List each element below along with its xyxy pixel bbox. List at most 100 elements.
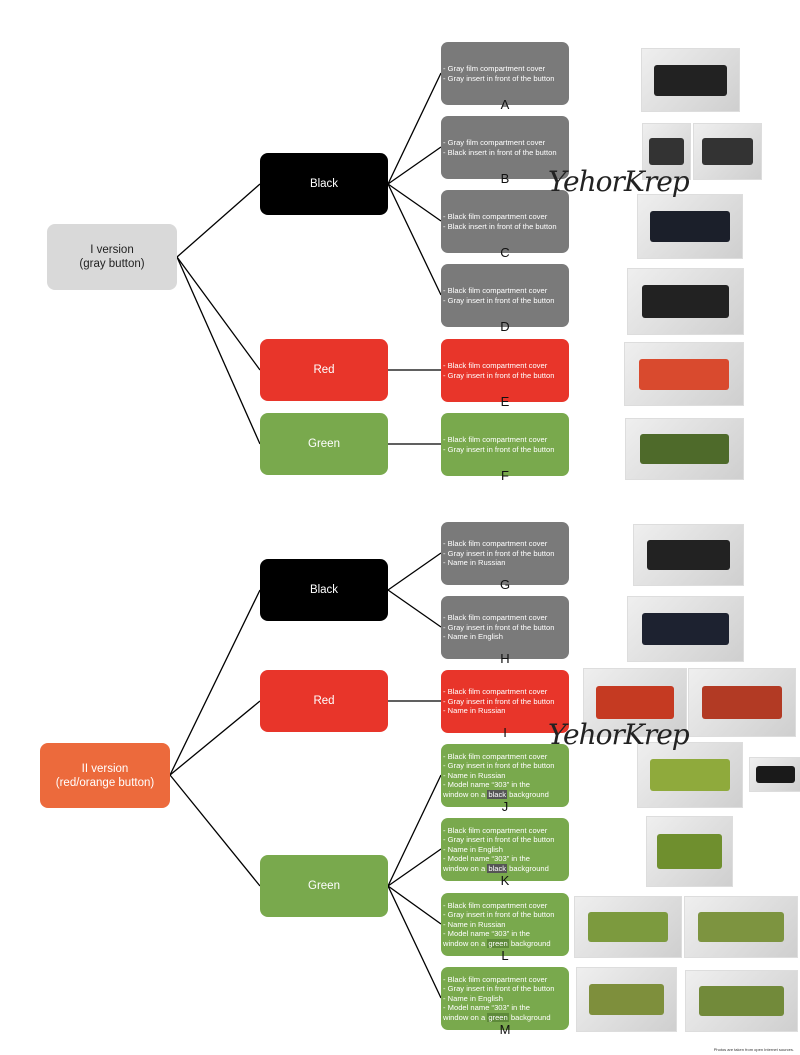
camera-photo [574,896,682,958]
camera-photo [624,342,744,406]
highlighted-word: black [487,863,508,873]
leaf-letter: A [500,97,510,112]
root-label: I version [90,244,134,256]
connector-line [387,552,442,591]
leaf-letter: D [500,319,510,334]
leaf-e: - Black film compartment cover- Gray ins… [441,339,569,402]
leaf-g: - Black film compartment cover- Gray ins… [441,522,569,585]
leaf-line: - Black film compartment cover [443,435,548,445]
camera-image [701,685,783,720]
leaf-line: - Gray insert in front of the button [443,910,555,920]
camera-photo [684,896,798,958]
camera-photo [576,967,677,1032]
leaf-line: window on a black background [443,863,567,873]
connector-line [387,589,442,628]
camera-image [648,137,685,166]
leaf-letter: G [499,577,511,592]
highlighted-word: green [487,1012,509,1022]
camera-image [653,64,728,96]
camera-image [647,540,730,570]
leaf-line: - Name in English [443,993,503,1003]
leaf-text: window on a [443,1012,488,1022]
leaf-letter: H [500,651,510,666]
leaf-m: - Black film compartment cover- Gray ins… [441,967,569,1030]
leaf-letter: I [503,725,507,740]
leaf-c: - Black film compartment cover- Black in… [441,190,569,253]
connector-line [169,589,261,776]
camera-image [588,983,665,1016]
branch-red-v1: Red [260,339,388,401]
leaf-line: - Model name “303” in the [443,780,530,790]
connector-line [387,146,442,185]
leaf-line: - Black film compartment cover [443,751,548,761]
watermark: YehorKrep [548,165,690,198]
leaf-line: - Gray insert in front of the button [443,761,555,771]
leaf-line: - Gray insert in front of the button [443,548,555,558]
leaf-letter: F [501,468,509,483]
root-label: II version [81,762,129,775]
connector-line [176,183,261,258]
leaf-line: - Gray insert in front of the button [443,295,555,305]
camera-photo [625,418,744,480]
camera-photo [646,816,733,887]
leaf-b: - Gray film compartment cover- Black ins… [441,116,569,179]
connector-line [387,885,442,925]
leaf-line: window on a black background [443,789,567,799]
leaf-line: - Black film compartment cover [443,974,548,984]
root-sublabel: (red/orange button) [55,776,155,789]
leaf-line: - Black film compartment cover [443,361,548,371]
camera-photo [583,668,687,737]
leaf-letter: B [500,171,510,186]
leaf-text: window on a [443,789,488,799]
leaf-line: - Model name “303” in the [443,929,530,939]
connector-line [176,256,261,371]
leaf-line: window on a green background [443,938,567,948]
leaf-line: - Gray insert in front of the button [443,444,555,454]
highlighted-word: black [487,789,508,799]
camera-image [699,986,784,1016]
highlighted-word: green [487,938,509,948]
camera-image [650,759,730,791]
leaf-line: window on a green background [443,1012,567,1022]
connector-line [387,885,442,999]
leaf-text: window on a [443,863,488,873]
leaf-line: - Name in Russian [443,770,506,780]
camera-photo [749,757,800,792]
footer-note: Photos are taken from open Internet sour… [713,1047,794,1052]
camera-image [640,434,729,464]
leaf-line: - Black film compartment cover [443,212,548,222]
leaf-line: - Black insert in front of the button [443,221,557,231]
leaf-text: background [508,1012,551,1022]
leaf-line: - Gray film compartment cover [443,138,546,148]
leaf-line: - Black film compartment cover [443,286,548,296]
camera-image [639,358,729,390]
leaf-l: - Black film compartment cover- Gray ins… [441,893,569,956]
leaf-text: window on a [443,938,488,948]
leaf-text: background [507,863,549,873]
leaf-line: - Black film compartment cover [443,613,548,623]
leaf-line: - Black film compartment cover [443,687,548,697]
leaf-line: - Name in Russian [443,706,506,716]
leaf-f: - Black film compartment cover- Gray ins… [441,413,569,476]
camera-photo [627,596,744,662]
camera-photo [693,123,762,180]
camera-photo [637,194,743,259]
leaf-letter: K [500,873,510,888]
leaf-line: - Model name “303” in the [443,1003,530,1013]
leaf-letter: C [500,245,510,260]
leaf-a: - Gray film compartment cover- Gray inse… [441,42,569,105]
leaf-letter: M [499,1022,511,1037]
camera-photo [633,524,744,586]
leaf-line: - Gray film compartment cover [443,64,546,74]
leaf-text: background [508,938,551,948]
leaf-h: - Black film compartment cover- Gray ins… [441,596,569,659]
root-version-2: II version(red/orange button) [40,743,170,808]
leaf-line: - Name in English [443,844,503,854]
leaf-k: - Black film compartment cover- Gray ins… [441,818,569,881]
camera-image [641,613,730,645]
connector-line [169,700,261,776]
camera-image [702,137,753,166]
connector-line [169,774,261,887]
